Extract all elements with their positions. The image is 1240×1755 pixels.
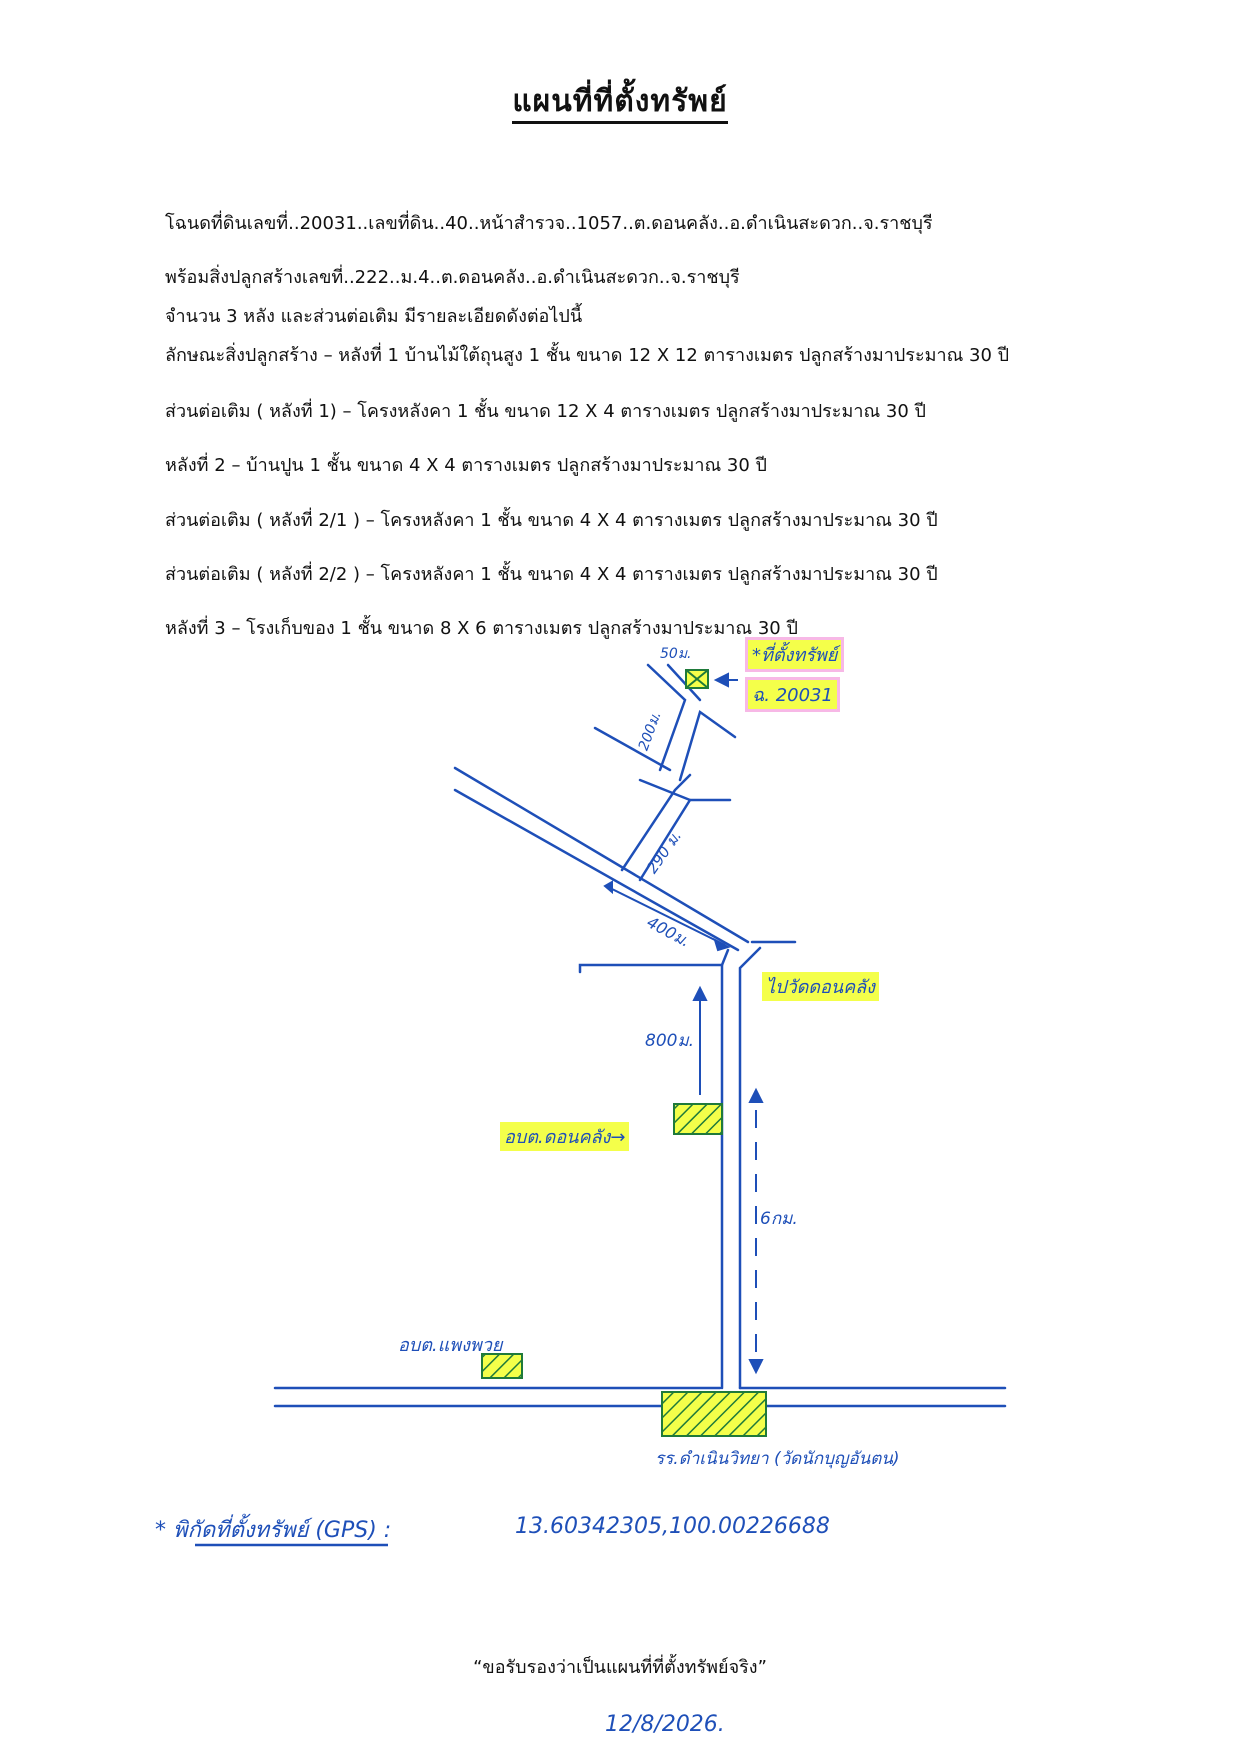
certification-statement: “ขอรับรองว่าเป็นแผนที่ที่ตั้งทรัพย์จริง” [473, 1657, 767, 1678]
property-deed-label: ฉ. 20031 [748, 680, 837, 709]
sao-phaengphuai-label: อบต.แพงพวย [398, 1335, 503, 1356]
upper-branch-right [678, 709, 737, 782]
gps-value: 13.60342305,100.00226688 [515, 1514, 830, 1539]
detail-line-deed: โฉนดที่ดินเลขที่..20031..เลขที่ดิน..40..… [165, 213, 933, 234]
sao-phaengphuai-building [481, 1353, 523, 1379]
branch-road-left [620, 773, 692, 872]
detail-line-building-3: หลังที่ 3 – โรงเก็บของ 1 ชั้น ขนาด 8 X 6… [165, 618, 798, 639]
upper-branch-left [646, 663, 687, 772]
detail-line-extension-1: ส่วนต่อเติม ( หลังที่ 1) – โครงหลังคา 1 … [165, 401, 926, 422]
diagonal-road-lower [453, 788, 740, 952]
page-title: แผนที่ที่ตั้งทรัพย์ [0, 78, 1240, 125]
detail-line-extension-2-2: ส่วนต่อเติม ( หลังที่ 2/2 ) – โครงหลังคา… [165, 564, 938, 585]
side-road [593, 726, 672, 772]
detail-line-building-1: ลักษณะสิ่งปลูกสร้าง – หลังที่ 1 บ้านไม้ใ… [165, 345, 1010, 366]
arrow-400m [609, 887, 726, 946]
school-label: รร.ดำเนินวิทยา (วัดนักบุญอันตน) [655, 1449, 900, 1469]
distance-50m: 50ม. [660, 646, 692, 662]
diagonal-road-upper [453, 766, 750, 944]
distance-6km: 6กม. [760, 1209, 798, 1229]
sao-donkhlang-label: อบต.ดอนคลัง→ [500, 1122, 630, 1151]
signature-date: 12/8/2026. [605, 1712, 725, 1737]
gps-label: * พิกัดที่ตั้งทรัพย์ (GPS) : [155, 1518, 392, 1543]
vertical-road-right-edge [738, 946, 762, 1390]
detail-line-count: จำนวน 3 หลัง และส่วนต่อเติม มีรายละเอียด… [165, 306, 583, 327]
junction-road-left [578, 963, 724, 974]
property-label: *ที่ตั้งทรัพย์ [748, 640, 842, 669]
distance-800m: 800ม. [645, 1031, 695, 1051]
sao-donkhlang-building [673, 1103, 723, 1135]
detail-line-building-2: หลังที่ 2 – บ้านปูน 1 ชั้น ขนาด 4 X 4 ตา… [165, 455, 767, 476]
school-building [661, 1391, 767, 1437]
detail-line-extension-2-1: ส่วนต่อเติม ( หลังที่ 2/1 ) – โครงหลังคา… [165, 510, 938, 531]
vertical-road-left-edge [720, 948, 730, 1390]
wat-donkhlang-label: ไปวัดดอนคลัง [762, 972, 879, 1001]
detail-line-building-no: พร้อมสิ่งปลูกสร้างเลขที่..222..ม.4..ต.ดอ… [165, 267, 740, 288]
